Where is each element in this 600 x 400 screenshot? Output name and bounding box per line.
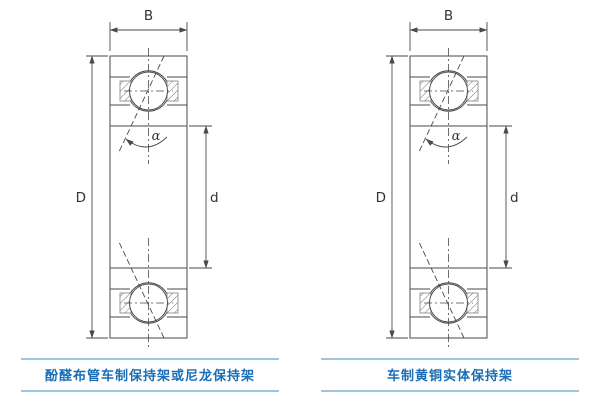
balls <box>430 72 468 322</box>
left-diagram-column: α B D d 酚醛布管车制保持架或尼龙保持架 <box>0 6 300 400</box>
outer-diameter-label: D <box>376 190 386 206</box>
bore-diameter-label: d <box>510 190 519 206</box>
bearing-diagram-left: α B D d <box>76 8 219 356</box>
dimension-bore-d <box>489 126 512 269</box>
center-lines <box>124 48 173 350</box>
cage-hatch <box>120 81 178 313</box>
dimension-width-B <box>110 22 188 51</box>
bore-diameter-label: d <box>210 190 219 206</box>
balls <box>130 72 168 322</box>
width-label: B <box>444 8 453 24</box>
dimension-outer-D <box>386 55 408 339</box>
contact-angle-label: α <box>152 129 161 144</box>
right-diagram-column: α B D d 车制黄铜实体保持架 <box>300 6 600 400</box>
dimension-bore-d <box>189 126 212 269</box>
center-lines <box>424 48 473 350</box>
cage-hatch <box>420 81 478 313</box>
contact-angle-label: α <box>452 129 461 144</box>
contact-angle-annotation: α <box>125 129 167 147</box>
contact-angle-annotation: α <box>425 129 467 147</box>
dimension-outer-D <box>86 55 108 339</box>
dimension-width-B <box>409 22 488 51</box>
caption-left: 酚醛布管车制保持架或尼龙保持架 <box>21 358 279 392</box>
outer-diameter-label: D <box>76 190 86 206</box>
width-label: B <box>144 8 153 24</box>
caption-right: 车制黄铜实体保持架 <box>321 358 579 392</box>
contact-angle-lines <box>118 56 164 338</box>
contact-angle-lines <box>418 56 464 338</box>
bearing-diagram-right: α B D d <box>376 8 519 356</box>
